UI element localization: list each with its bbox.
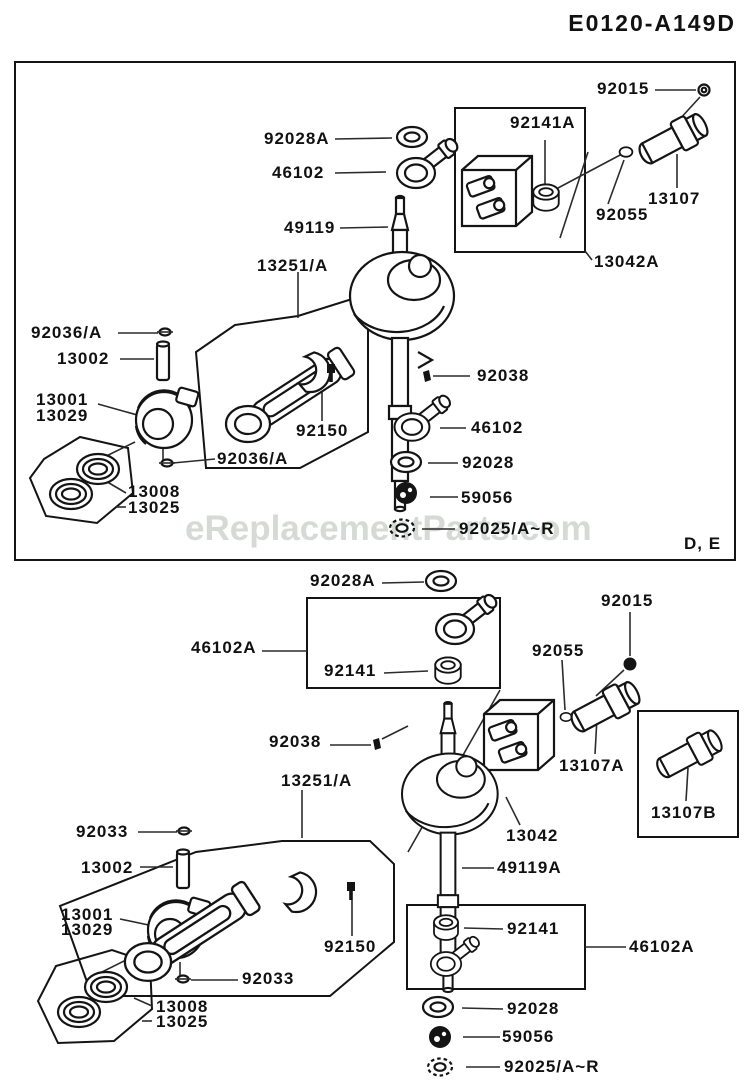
shaft-box-13107b [637, 710, 739, 838]
part-label-13107a: 13107A [559, 756, 625, 775]
ring-set-outline-bottom [36, 948, 154, 1045]
top-section-frame [14, 61, 736, 561]
part-label-13002: 13002 [81, 858, 134, 877]
part-label-92141a: 92141A [510, 113, 576, 132]
part-label-92028: 92028 [507, 999, 560, 1018]
part-label-46102: 46102 [471, 418, 524, 437]
watermark-text: eReplacementParts.com [185, 509, 592, 548]
part-label-13008: 13008 [156, 997, 209, 1016]
part-label-49119: 49119 [284, 218, 336, 237]
part-label-92025-a-r: 92025/A~R [459, 519, 555, 538]
rod-kit-outline-bottom [58, 840, 395, 997]
part-label-92033: 92033 [76, 822, 129, 841]
part-label-13029: 13029 [61, 920, 114, 939]
part-label-92055: 92055 [532, 641, 585, 660]
part-label-46102a: 46102A [191, 638, 257, 657]
rod-kit-box-46102a-upper [306, 597, 501, 689]
part-label-13251-a: 13251/A [257, 256, 329, 275]
part-label-92028: 92028 [462, 453, 515, 472]
part-label-13002: 13002 [57, 349, 110, 368]
part-label-92038: 92038 [269, 732, 322, 751]
part-label-49119a: 49119A [497, 858, 562, 877]
part-label-46102a: 46102A [629, 937, 695, 956]
part-label-13107: 13107 [648, 189, 701, 208]
part-label-92150: 92150 [324, 937, 377, 956]
cam-assembly-box-top [454, 107, 586, 253]
part-label-13029: 13029 [36, 406, 89, 425]
diagram-corner-note: D, E [684, 534, 722, 553]
part-label-59056: 59056 [502, 1027, 555, 1046]
part-label-46102: 46102 [272, 163, 325, 182]
page-title: E0120-A149D [568, 10, 736, 36]
part-label-13025: 13025 [156, 1012, 209, 1031]
part-label-92033: 92033 [242, 969, 295, 988]
part-label-13001: 13001 [36, 390, 89, 409]
part-label-59056: 59056 [461, 488, 514, 507]
part-label-92141: 92141 [324, 661, 377, 680]
part-label-13042: 13042 [506, 826, 559, 845]
part-label-92025-a-r: 92025/A~R [504, 1057, 600, 1076]
part-label-13001: 13001 [61, 905, 114, 924]
part-label-92038: 92038 [477, 366, 530, 385]
part-label-13025: 13025 [128, 498, 181, 517]
part-label-92015: 92015 [597, 79, 650, 98]
part-label-92028a: 92028A [264, 129, 330, 148]
part-label-92036-a: 92036/A [31, 323, 103, 342]
part-label-92028a: 92028A [310, 571, 376, 590]
part-label-13008: 13008 [128, 482, 181, 501]
part-label-13042a: 13042A [594, 252, 660, 271]
part-label-92150: 92150 [296, 421, 349, 440]
part-label-13107b: 13107B [651, 803, 717, 822]
ring-set-outline-top [28, 435, 135, 525]
part-label-13251-a: 13251/A [281, 771, 353, 790]
bottom-assembly-group [36, 569, 739, 1077]
top-assembly-group [14, 61, 736, 561]
part-label-92141: 92141 [507, 919, 560, 938]
part-label-92015: 92015 [601, 591, 654, 610]
part-label-92055: 92055 [596, 205, 649, 224]
rod-kit-outline-top [194, 297, 369, 469]
part-label-92036-a: 92036/A [217, 449, 289, 468]
